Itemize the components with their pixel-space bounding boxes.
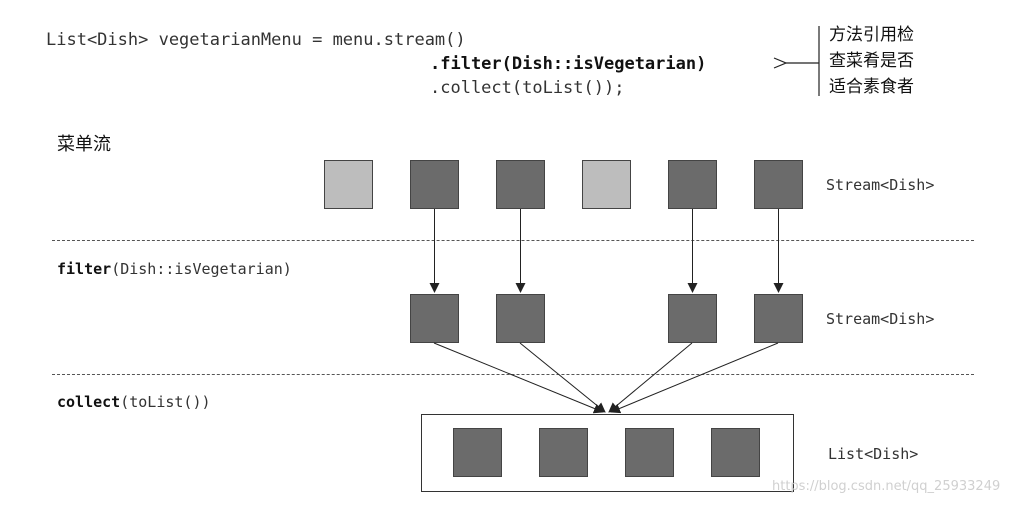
filter-op-label: filter(Dish::isVegetarian) <box>57 260 292 278</box>
list-square-3 <box>625 428 674 477</box>
filtered-square-1 <box>410 294 459 343</box>
filter-op-arg: (Dish::isVegetarian) <box>111 260 292 278</box>
code-line-3: .collect(toList()); <box>430 78 625 98</box>
dish-square-1 <box>324 160 373 209</box>
collect-op-name: collect <box>57 393 121 411</box>
annotation-bracket <box>786 26 820 96</box>
row2-type-label: Stream<Dish> <box>826 310 935 328</box>
collect-op-label: collect(toList()) <box>57 393 211 411</box>
watermark: https://blog.csdn.net/qq_25933249 <box>772 479 1001 494</box>
code-line-2: .filter(Dish::isVegetarian) <box>430 54 707 74</box>
dish-square-5 <box>668 160 717 209</box>
filtered-square-2 <box>496 294 545 343</box>
collect-arrow-3 <box>608 342 693 413</box>
collect-op-arg: (toList()) <box>120 393 211 411</box>
dish-square-3 <box>496 160 545 209</box>
list-square-4 <box>711 428 760 477</box>
filtered-square-4 <box>754 294 803 343</box>
collect-arrow-1 <box>433 342 604 414</box>
annotation-line-1: 方法引用检 <box>829 25 914 45</box>
code-line-1: List<Dish> vegetarianMenu = menu.stream(… <box>46 30 466 50</box>
menu-stream-label: 菜单流 <box>57 134 111 155</box>
divider-1 <box>52 240 974 241</box>
collect-arrow-4 <box>610 342 779 414</box>
dish-square-6 <box>754 160 803 209</box>
annotation-line-3: 适合素食者 <box>829 77 914 97</box>
list-square-1 <box>453 428 502 477</box>
filter-op-name: filter <box>57 260 112 278</box>
dish-square-4 <box>582 160 631 209</box>
result-list-box <box>421 414 794 492</box>
annotation-line-2: 查菜肴是否 <box>829 51 914 71</box>
divider-2 <box>52 374 974 375</box>
row1-type-label: Stream<Dish> <box>826 176 935 194</box>
filtered-square-3 <box>668 294 717 343</box>
dish-square-2 <box>410 160 459 209</box>
list-square-2 <box>539 428 588 477</box>
row3-type-label: List<Dish> <box>828 445 919 463</box>
collect-arrow-2 <box>519 342 606 413</box>
